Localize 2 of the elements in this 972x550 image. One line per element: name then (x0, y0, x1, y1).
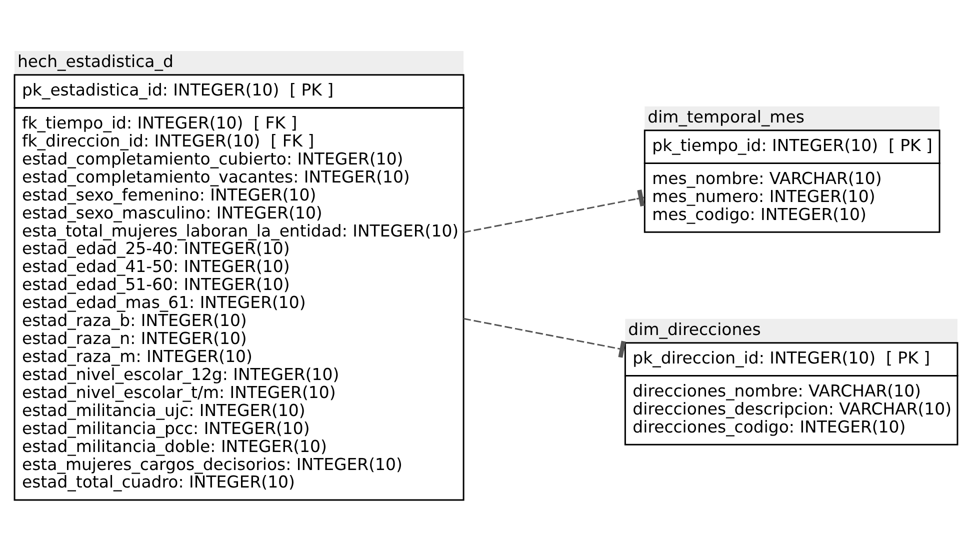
connector (463, 317, 626, 358)
connector (463, 189, 645, 233)
